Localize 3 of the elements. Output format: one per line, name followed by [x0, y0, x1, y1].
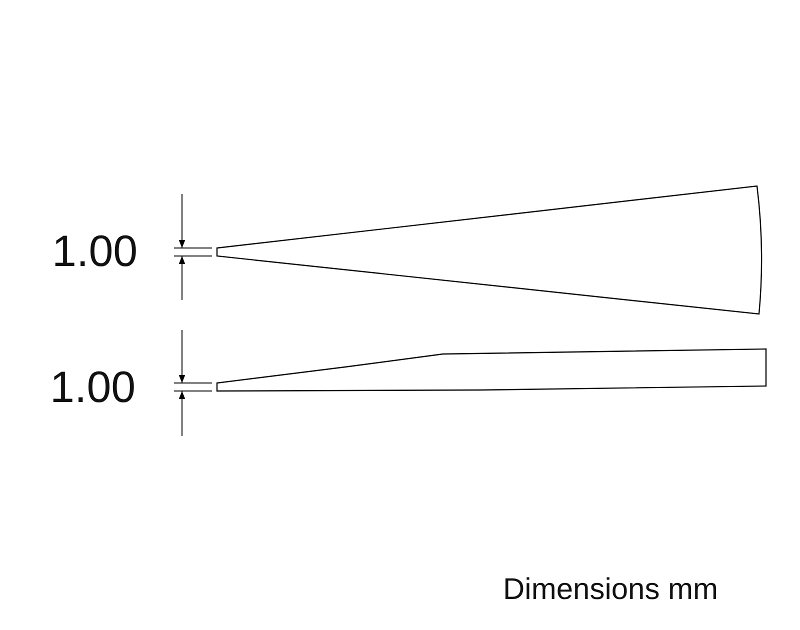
- dimension-value: 1.00: [52, 230, 138, 274]
- dimension-value: 1.00: [50, 366, 136, 410]
- units-note: Dimensions mm: [503, 575, 718, 605]
